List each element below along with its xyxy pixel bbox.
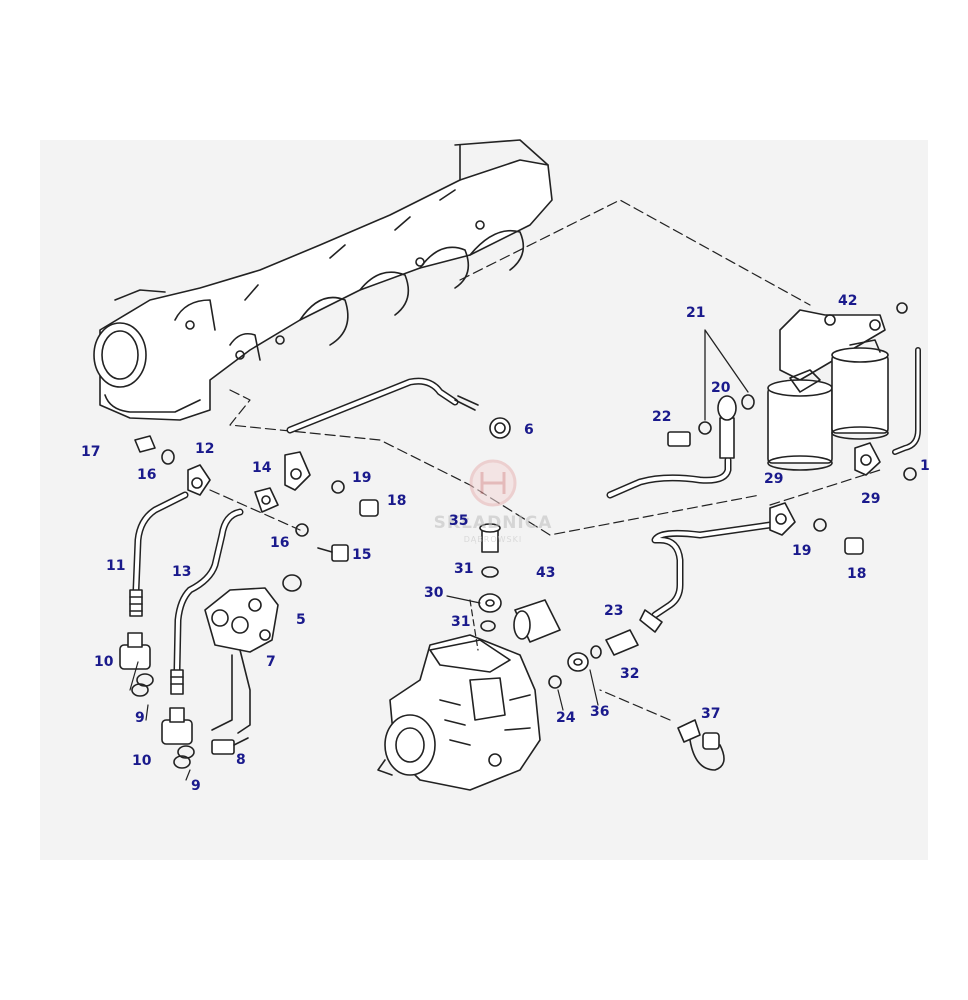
part-label-7[interactable]: 7 <box>266 654 276 670</box>
label-leaders <box>129 595 599 781</box>
sensor-37 <box>677 719 725 771</box>
bolt-15 <box>295 523 349 562</box>
bolt-18-left <box>331 480 379 517</box>
pipe-23 <box>639 521 774 633</box>
part-label-10-lower[interactable]: 10 <box>132 753 152 769</box>
part-label-1[interactable]: 1 <box>920 458 930 474</box>
part-label-31-lower[interactable]: 31 <box>451 614 471 630</box>
clamp-12 <box>187 464 211 496</box>
part-label-32[interactable]: 32 <box>620 666 640 682</box>
part-label-29-right[interactable]: 29 <box>861 491 881 507</box>
part-label-15[interactable]: 15 <box>352 547 372 563</box>
part-label-21[interactable]: 21 <box>686 305 706 321</box>
part-label-14[interactable]: 14 <box>252 460 272 476</box>
part-label-6[interactable]: 6 <box>524 422 534 438</box>
clamp-14 <box>254 451 311 513</box>
part-label-5[interactable]: 5 <box>296 612 306 628</box>
part-label-8[interactable]: 8 <box>236 752 246 768</box>
manifold <box>93 139 553 421</box>
bolt-17 <box>134 435 175 465</box>
part-label-37[interactable]: 37 <box>701 706 721 722</box>
part-label-11[interactable]: 11 <box>106 558 126 574</box>
clamp-29-upper <box>854 442 917 481</box>
watermark-emblem-icon <box>469 459 517 507</box>
watermark-sub: DĄBROWSKI <box>463 535 523 544</box>
part-label-42[interactable]: 42 <box>838 293 858 309</box>
part-label-24[interactable]: 24 <box>556 710 576 726</box>
part-label-12[interactable]: 12 <box>195 441 215 457</box>
part-label-30[interactable]: 30 <box>424 585 444 601</box>
part-label-20[interactable]: 20 <box>711 380 731 396</box>
watermark-logo: SKŁADNICA DĄBROWSKI <box>418 458 568 548</box>
pipe-11 <box>129 491 189 617</box>
part-label-22[interactable]: 22 <box>652 409 672 425</box>
pipe-13 <box>170 508 244 695</box>
part-label-23[interactable]: 23 <box>604 603 624 619</box>
fitting-10-upper <box>119 632 154 697</box>
part-label-16-upper[interactable]: 16 <box>137 467 157 483</box>
banjo-bolt-35 <box>478 523 502 632</box>
part-label-13[interactable]: 13 <box>172 564 192 580</box>
distributor-block-7 <box>204 574 302 755</box>
part-label-36[interactable]: 36 <box>590 704 610 720</box>
part-label-10-upper[interactable]: 10 <box>94 654 114 670</box>
sleeve-43 <box>513 599 561 643</box>
injection-pump <box>377 599 541 791</box>
pipe-6 <box>286 377 511 439</box>
leader-lines-dashed <box>209 199 881 721</box>
part-label-9-upper[interactable]: 9 <box>135 710 145 726</box>
part-label-19-right[interactable]: 19 <box>792 543 812 559</box>
pipe-20 <box>606 394 755 499</box>
part-label-19-left[interactable]: 19 <box>352 470 372 486</box>
pipe-right-edge <box>892 302 921 455</box>
part-label-29-left[interactable]: 29 <box>764 471 784 487</box>
watermark-brand: SKŁADNICA <box>433 513 553 533</box>
clamp-29-lower <box>769 502 864 555</box>
part-label-43[interactable]: 43 <box>536 565 556 581</box>
part-label-18-right[interactable]: 18 <box>847 566 867 582</box>
part-label-18-left[interactable]: 18 <box>387 493 407 509</box>
part-label-17[interactable]: 17 <box>81 444 101 460</box>
leader-21 <box>704 329 749 421</box>
fuel-filter-assembly <box>767 309 889 471</box>
part-label-16-lower[interactable]: 16 <box>270 535 290 551</box>
fitting-10-lower <box>161 707 195 769</box>
part-label-31-upper[interactable]: 31 <box>454 561 474 577</box>
part-label-9-lower[interactable]: 9 <box>191 778 201 794</box>
fittings-23-36 <box>548 629 639 689</box>
part-label-35[interactable]: 35 <box>449 513 469 529</box>
